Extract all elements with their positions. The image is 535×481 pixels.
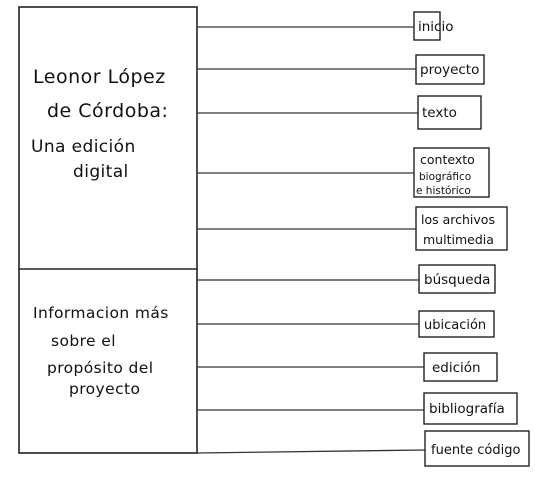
nav-box-ubicacion[interactable] <box>418 310 495 338</box>
info-line-3: propósito del <box>47 359 153 377</box>
main-panel: Leonor López de Córdoba: Una edición dig… <box>18 6 198 454</box>
nav-archivos-multimedia[interactable]: los archivos multimedia <box>197 206 508 251</box>
main-panel-frame <box>18 6 198 454</box>
nav-label-contexto-2: biográfico <box>419 171 471 183</box>
nav-label-contexto-3: e histórico <box>416 185 471 197</box>
nav-label-archivos-2: multimedia <box>423 232 494 247</box>
nav-label-bibliografia: bibliografía <box>429 401 505 417</box>
info-line-2: sobre el <box>51 332 116 350</box>
nav-box-fuente-codigo[interactable] <box>424 430 530 467</box>
nav-inicio[interactable]: inicio <box>197 11 454 41</box>
nav-label-texto: texto <box>422 105 457 121</box>
nav-bibliografia[interactable]: bibliografía <box>197 392 518 425</box>
nav-fuente-codigo[interactable]: fuente código <box>196 430 530 467</box>
nav-box-contexto[interactable] <box>413 147 490 198</box>
nav-label-archivos-1: los archivos <box>421 212 495 227</box>
nav-edicion[interactable]: edición <box>197 352 498 382</box>
nav-box-archivos[interactable] <box>415 206 508 251</box>
info-line-1: Informacion más <box>33 304 169 322</box>
nav-label-proyecto: proyecto <box>420 62 479 78</box>
nav-box-busqueda[interactable] <box>418 264 496 294</box>
nav-busqueda[interactable]: búsqueda <box>197 264 496 294</box>
nav-texto[interactable]: texto <box>197 95 482 130</box>
site-title-line-1: Leonor López <box>33 66 166 88</box>
site-subtitle-line-1: Una edición <box>31 137 136 157</box>
nav-label-fuente-codigo: fuente código <box>431 443 520 458</box>
connector-fuente-codigo <box>196 449 426 454</box>
nav-label-inicio: inicio <box>418 19 454 35</box>
nav-box-edicion[interactable] <box>423 352 498 382</box>
nav-ubicacion[interactable]: ubicación <box>197 310 495 338</box>
site-subtitle-line-2: digital <box>73 162 129 182</box>
nav-box-texto[interactable] <box>417 95 482 130</box>
nav-box-inicio[interactable] <box>413 11 441 41</box>
nav-proyecto[interactable]: proyecto <box>197 54 485 85</box>
nav-label-contexto-1: contexto <box>420 152 475 167</box>
nav-box-bibliografia[interactable] <box>423 392 518 425</box>
nav-label-busqueda: búsqueda <box>424 272 490 288</box>
nav-label-ubicacion: ubicación <box>424 318 486 333</box>
nav-box-proyecto[interactable] <box>415 54 485 85</box>
nav-label-edicion: edición <box>432 360 481 376</box>
info-line-4: proyecto <box>69 380 140 398</box>
site-title-line-2: de Córdoba: <box>47 100 168 122</box>
nav-contexto[interactable]: contexto biográfico e histórico <box>197 147 490 198</box>
